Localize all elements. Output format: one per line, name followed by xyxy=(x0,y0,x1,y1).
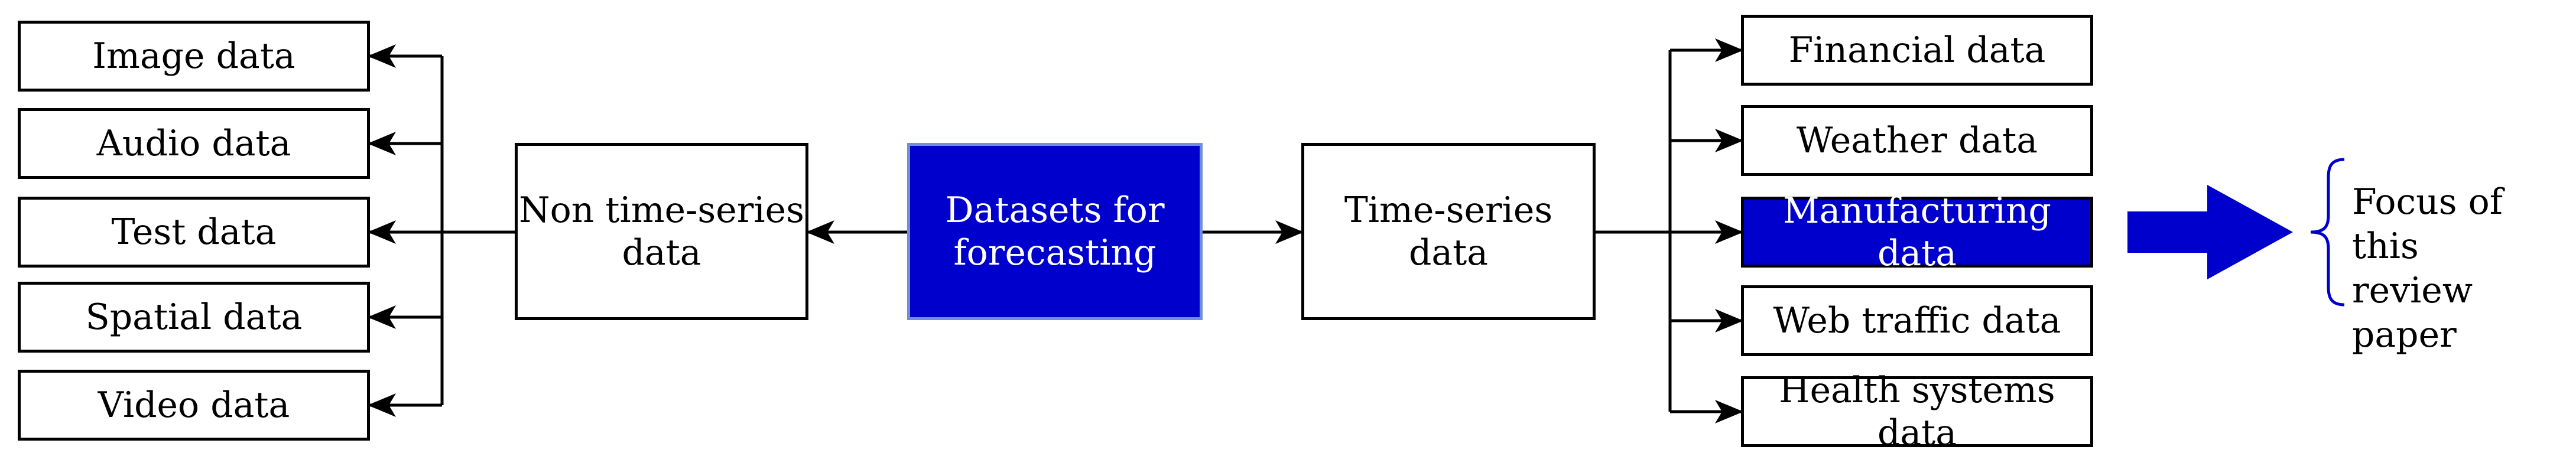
image-data-label: Image data xyxy=(92,35,295,77)
audio-data-box: Audio data xyxy=(18,108,370,179)
time-series-box: Time-series data xyxy=(1301,143,1596,320)
spatial-data-box: Spatial data xyxy=(18,282,370,353)
video-data-box: Video data xyxy=(18,370,370,441)
web-traffic-data-label: Web traffic data xyxy=(1773,300,2061,341)
center-box: Datasets for forecasting xyxy=(907,143,1203,320)
video-data-label: Video data xyxy=(98,384,290,426)
focus-brace xyxy=(2310,158,2345,307)
test-data-box: Test data xyxy=(18,197,370,268)
financial-data-label: Financial data xyxy=(1788,30,2046,71)
manufacturing-data-box: Manufacturing data xyxy=(1741,190,2093,274)
web-traffic-data-box: Web traffic data xyxy=(1741,285,2093,356)
manufacturing-data-label: Manufacturing data xyxy=(1783,190,2051,274)
weather-data-box: Weather data xyxy=(1741,105,2093,176)
image-data-box: Image data xyxy=(18,21,370,92)
spatial-data-label: Spatial data xyxy=(85,296,303,338)
weather-data-label: Weather data xyxy=(1796,120,2038,161)
non-time-series-label: Non time-series data xyxy=(519,190,804,273)
audio-data-label: Audio data xyxy=(96,123,291,164)
health-systems-data-box: Health systems data xyxy=(1741,370,2093,454)
health-systems-data-label: Health systems data xyxy=(1779,370,2055,454)
focus-arrow xyxy=(2127,185,2293,279)
financial-data-box: Financial data xyxy=(1741,15,2093,86)
test-data-label: Test data xyxy=(111,211,277,253)
focus-label: Focus of this review paper xyxy=(2352,181,2503,356)
non-time-series-box: Non time-series data xyxy=(515,143,808,320)
center-label: Datasets for forecasting xyxy=(945,190,1165,273)
time-series-label: Time-series data xyxy=(1344,190,1553,273)
